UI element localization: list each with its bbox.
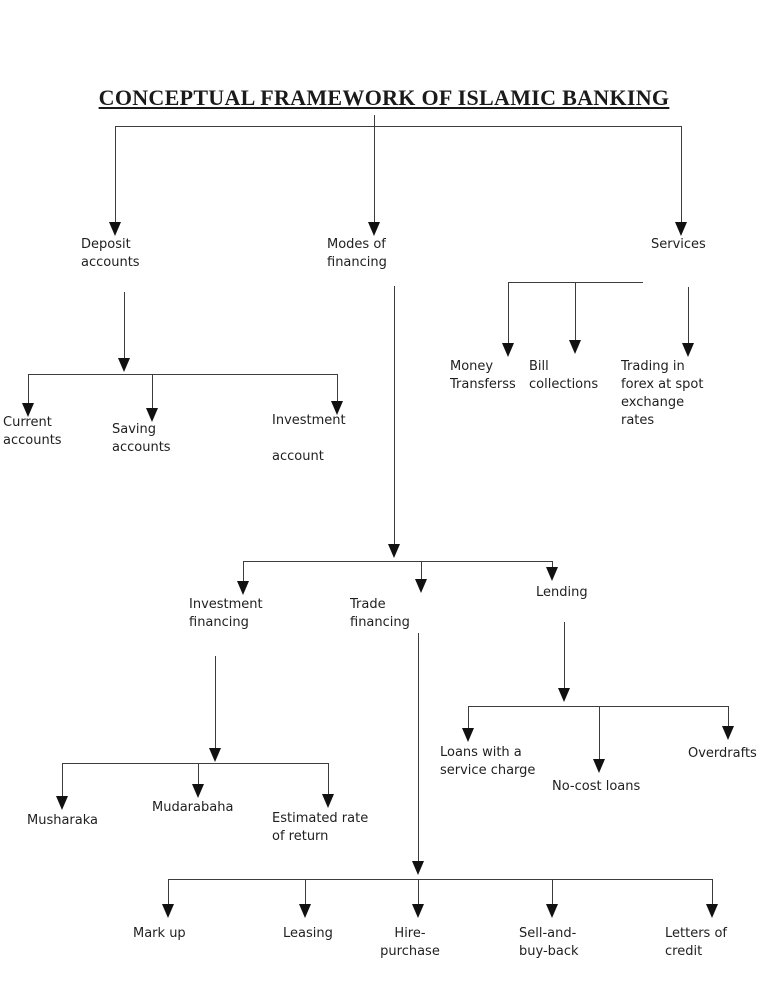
arrowhead-icon bbox=[546, 904, 558, 918]
node-investment-account: Investment account bbox=[272, 413, 346, 464]
connector-line bbox=[62, 763, 328, 764]
arrowhead-icon bbox=[412, 861, 424, 875]
arrowhead-icon bbox=[368, 222, 380, 236]
node-trade-financing: Trade financing bbox=[350, 597, 410, 630]
arrowhead-icon bbox=[22, 403, 34, 417]
node-hire-purchase: Hire- purchase bbox=[380, 926, 440, 959]
node-sell-and-buy-back: Sell-and- buy-back bbox=[519, 926, 579, 959]
node-mudarabaha: Mudarabaha bbox=[152, 800, 234, 815]
node-services: Services bbox=[651, 237, 706, 252]
node-overdrafts: Overdrafts bbox=[688, 746, 757, 761]
arrowhead-icon bbox=[146, 408, 158, 422]
connector-line bbox=[215, 656, 216, 749]
node-leasing: Leasing bbox=[283, 926, 333, 941]
node-deposit-accounts: Deposit accounts bbox=[81, 237, 140, 270]
connector-line bbox=[152, 374, 153, 409]
node-money-transferss: Money Transferss bbox=[450, 359, 516, 392]
connector-line bbox=[243, 561, 552, 562]
connector-line bbox=[28, 374, 29, 404]
node-saving-accounts: Saving accounts bbox=[112, 422, 171, 455]
node-lending: Lending bbox=[536, 585, 588, 600]
arrowhead-icon bbox=[412, 904, 424, 918]
arrowhead-icon bbox=[462, 728, 474, 742]
connector-line bbox=[28, 374, 338, 375]
arrowhead-icon bbox=[415, 579, 427, 593]
node-letters-of-credit: Letters of credit bbox=[665, 926, 727, 959]
connector-line bbox=[681, 126, 682, 224]
arrowhead-icon bbox=[162, 904, 174, 918]
node-trading-in-forex: Trading in forex at spot exchange rates bbox=[621, 359, 704, 428]
connector-line bbox=[115, 126, 681, 127]
arrowhead-icon bbox=[569, 340, 581, 354]
arrowhead-icon bbox=[502, 343, 514, 357]
connector-line bbox=[374, 115, 375, 126]
arrowhead-icon bbox=[558, 688, 570, 702]
arrowhead-icon bbox=[331, 401, 343, 415]
arrowhead-icon bbox=[109, 222, 121, 236]
connector-line bbox=[712, 879, 713, 905]
arrowhead-icon bbox=[706, 904, 718, 918]
diagram-title: CONCEPTUAL FRAMEWORK OF ISLAMIC BANKING bbox=[98, 85, 670, 110]
connector-line bbox=[328, 763, 329, 795]
connector-line bbox=[305, 879, 306, 905]
connector-line bbox=[62, 763, 63, 797]
arrowhead-icon bbox=[546, 567, 558, 581]
connector-line bbox=[115, 126, 116, 224]
arrowhead-icon bbox=[722, 726, 734, 740]
arrowhead-icon bbox=[322, 794, 334, 808]
arrowhead-icon bbox=[593, 759, 605, 773]
node-no-cost-loans: No-cost loans bbox=[552, 779, 641, 794]
arrowhead-icon bbox=[192, 784, 204, 798]
connector-line bbox=[168, 879, 712, 880]
arrowhead-icon bbox=[237, 581, 249, 595]
connector-line bbox=[564, 622, 565, 689]
node-musharaka: Musharaka bbox=[27, 813, 99, 828]
connector-line bbox=[394, 286, 395, 546]
node-modes-of-financing: Modes of financing bbox=[327, 237, 387, 270]
connector-line bbox=[418, 879, 419, 905]
node-mark-up: Mark up bbox=[133, 926, 186, 941]
connector-line bbox=[124, 292, 125, 360]
connector-line bbox=[418, 633, 419, 861]
connector-line bbox=[599, 706, 600, 760]
arrowhead-icon bbox=[675, 222, 687, 236]
node-estimated-rate-of-return: Estimated rate of return bbox=[272, 811, 369, 844]
connector-line bbox=[468, 706, 469, 729]
connector-line bbox=[243, 561, 244, 582]
connector-line bbox=[728, 706, 729, 727]
connector-line bbox=[552, 561, 553, 568]
node-current-accounts: Current accounts bbox=[3, 415, 62, 448]
connector-line bbox=[337, 374, 338, 402]
connector-line bbox=[421, 561, 422, 580]
arrowhead-icon bbox=[682, 343, 694, 357]
connector-line bbox=[688, 287, 689, 344]
connector-line bbox=[552, 879, 553, 905]
arrowhead-icon bbox=[118, 358, 130, 372]
arrowhead-icon bbox=[209, 748, 221, 762]
connector-line bbox=[508, 282, 509, 344]
arrowhead-icon bbox=[299, 904, 311, 918]
connector-line bbox=[198, 763, 199, 785]
connector-line bbox=[374, 126, 375, 224]
arrowhead-icon bbox=[388, 544, 400, 558]
node-loans-with-service-charge: Loans with a service charge bbox=[440, 745, 536, 778]
arrowhead-icon bbox=[56, 796, 68, 810]
connector-line bbox=[575, 282, 576, 341]
node-investment-financing: Investment financing bbox=[189, 597, 263, 630]
connector-line bbox=[468, 706, 728, 707]
connector-line bbox=[168, 879, 169, 905]
node-bill-collections: Bill collections bbox=[529, 359, 599, 392]
